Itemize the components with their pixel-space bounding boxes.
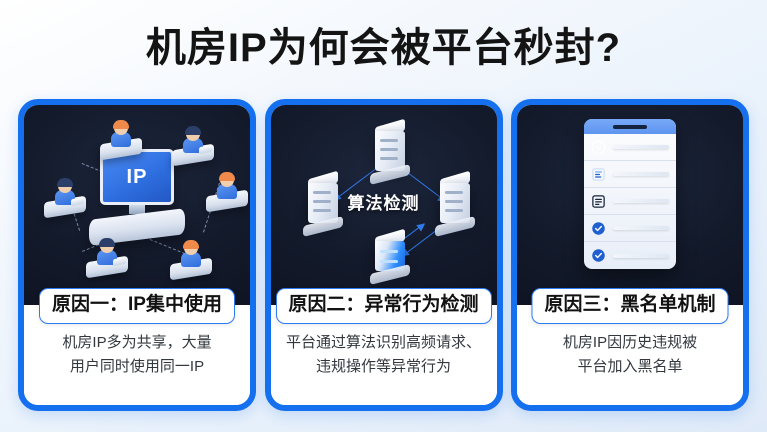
check-circle-outline-icon (591, 140, 606, 154)
user-body (181, 252, 201, 267)
user-hair (113, 120, 129, 129)
list-item-bar (613, 145, 669, 149)
user-node (172, 126, 214, 167)
server-face (307, 183, 338, 223)
phone-header-bar (584, 119, 676, 134)
card-2-description: 平台通过算法识别高频请求、 违规操作等异常行为 (281, 331, 487, 379)
ip-monitor: IP (89, 149, 185, 246)
user-node (100, 120, 142, 161)
server-slot (379, 260, 398, 263)
card-1-illustration: IP (24, 105, 250, 305)
list-item-bar (613, 172, 669, 176)
server-node (302, 170, 343, 237)
server-slot (379, 148, 398, 151)
server-face (374, 131, 405, 171)
card-1-desc-line-1: 机房IP多为共享，大量 (62, 334, 212, 351)
user-hair (183, 240, 199, 249)
card-2-illustration: 算法检测 (270, 105, 497, 305)
monitor-ip-label: IP (126, 165, 148, 188)
user-hair (219, 172, 235, 181)
user-body (183, 138, 203, 153)
card-1-body: 原因一：IP集中使用 机房IP多为共享，大量 用户同时使用同一IP (24, 288, 250, 405)
server-node-active (369, 228, 410, 285)
card-2-body: 原因二：异常行为检测 平台通过算法识别高频请求、 违规操作等异常行为 (270, 288, 497, 405)
user-node (206, 172, 248, 213)
card-2-desc-line-1: 平台通过算法识别高频请求、 (285, 334, 481, 351)
server-slot (379, 157, 398, 160)
server-slot (444, 200, 463, 203)
user-hair (185, 126, 201, 135)
card-1-desc-line-2: 用户同时使用同一IP (69, 358, 205, 375)
card-3-illustration (517, 105, 743, 305)
list-item-bar (613, 253, 669, 258)
card-2-heading: 原因二：异常行为检测 (275, 288, 492, 324)
user-body (97, 250, 117, 265)
user-body (217, 184, 237, 199)
list-item (584, 161, 676, 188)
reason-card-1[interactable]: IP (18, 99, 256, 411)
monitor-stand (129, 205, 145, 214)
server-slot (379, 139, 398, 142)
card-2-desc-line-2: 违规操作等异常行为 (315, 358, 451, 375)
server-node (434, 170, 475, 237)
user-body (111, 132, 131, 147)
list-item-bar (613, 226, 669, 230)
algorithm-detection-label: 算法检测 (347, 194, 420, 213)
list-item (584, 215, 676, 242)
server-slot (312, 209, 331, 212)
card-1-heading: 原因一：IP集中使用 (39, 288, 235, 324)
list-item-bar (613, 199, 669, 203)
card-3-description: 机房IP因历史违规被 平台加入黑名单 (527, 331, 733, 379)
phone-speaker (613, 125, 647, 129)
server-slot (312, 200, 331, 203)
user-node (86, 238, 128, 279)
card-3-desc-line-1: 机房IP因历史违规被 (562, 334, 698, 351)
card-3-heading: 原因三：黑名单机制 (531, 288, 729, 324)
document-list-icon (592, 167, 605, 181)
server-slot (444, 209, 463, 212)
check-circle-filled-icon (592, 221, 605, 235)
user-hair (99, 238, 115, 247)
document-lines-icon (592, 194, 605, 208)
list-item (584, 188, 676, 215)
list-item (584, 134, 676, 161)
server-slot (312, 191, 331, 194)
list-item (584, 242, 676, 269)
blacklist-phone-graphic (584, 119, 676, 269)
card-1-description: 机房IP多为共享，大量 用户同时使用同一IP (34, 331, 240, 379)
server-face (439, 183, 470, 223)
user-body (55, 190, 75, 205)
reason-cards-row: IP (18, 99, 749, 411)
server-slot (379, 250, 398, 253)
reason-card-2[interactable]: 算法检测 原因二：异常行为检测 平台通过算法识别高频请求、 违规操作等异常行为 (264, 99, 503, 411)
ip-hub-network-graphic: IP (24, 105, 250, 305)
user-node (44, 178, 86, 219)
server-slot (444, 191, 463, 194)
reason-card-3[interactable]: 原因三：黑名单机制 机房IP因历史违规被 平台加入黑名单 (511, 99, 749, 411)
user-hair (57, 178, 73, 187)
card-3-body: 原因三：黑名单机制 机房IP因历史违规被 平台加入黑名单 (517, 288, 743, 405)
user-node (170, 240, 212, 281)
check-circle-filled-icon (592, 249, 605, 262)
server-node (369, 118, 410, 185)
card-3-desc-line-2: 平台加入黑名单 (577, 358, 683, 375)
page-title: 机房IP为何会被平台秒封? (145, 26, 622, 70)
